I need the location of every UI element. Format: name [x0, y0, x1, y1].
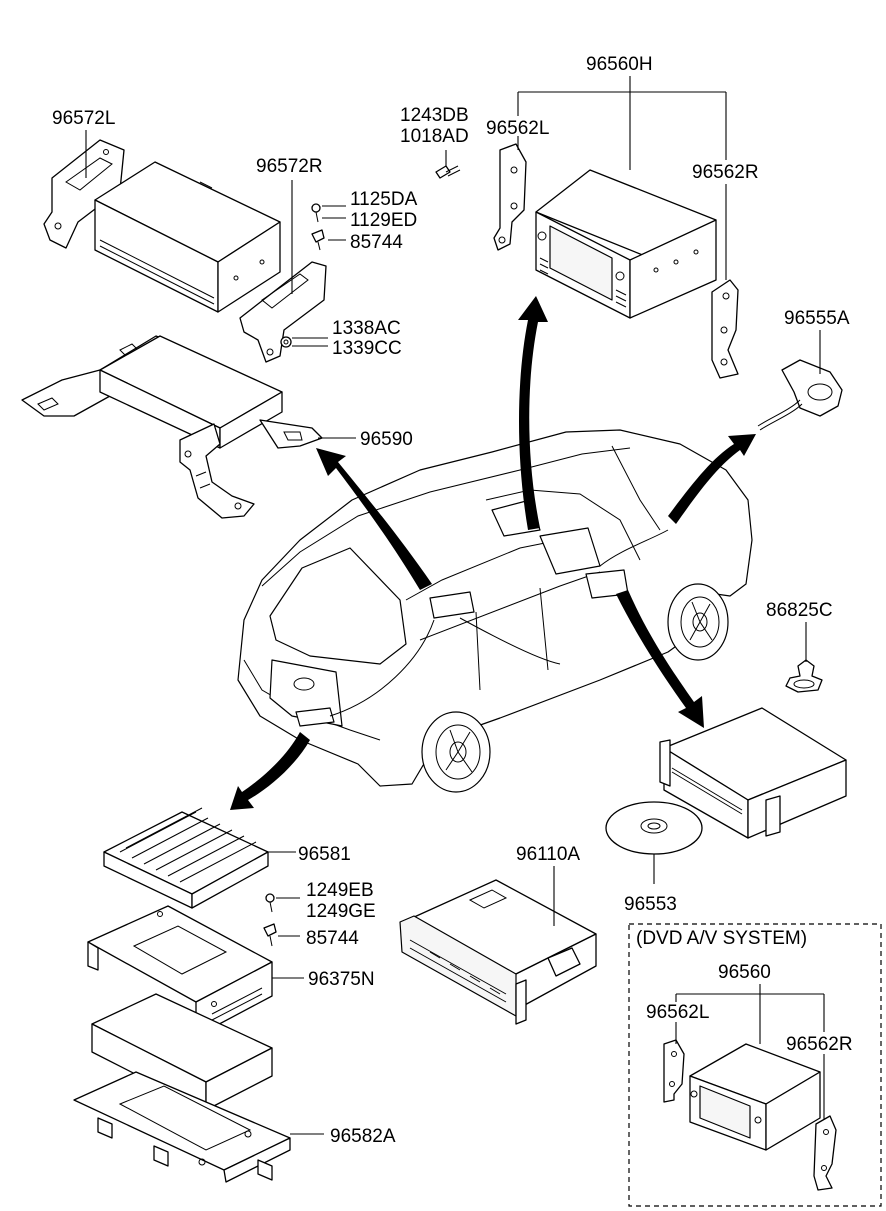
- amplifier-top: [103, 811, 269, 895]
- bracket-96590-unit-side: [219, 391, 283, 449]
- bracket-96562L-box: [663, 1039, 685, 1103]
- label-96555A: 96555A: [784, 308, 850, 329]
- vehicle-rear-wheel: [421, 711, 491, 793]
- amplifier-96581: [103, 807, 269, 909]
- vehicle-rear-window: [269, 547, 407, 665]
- head-unit-side: [629, 219, 717, 319]
- label-96572R: 96572R: [256, 156, 323, 177]
- label-96562R-box: 96562R: [786, 1034, 853, 1055]
- label-96572L: 96572L: [52, 108, 115, 129]
- bracket-96590-assembly: [21, 335, 323, 519]
- label-1249GE: 1249GE: [306, 901, 376, 922]
- label-1249EB: 1249EB: [306, 880, 374, 901]
- label-86825C: 86825C: [766, 600, 833, 621]
- label-96562L-box: 96562L: [646, 1002, 709, 1023]
- screw-1249EB: [265, 893, 275, 913]
- bracket-96572L: [43, 139, 125, 249]
- arrow-to-head-unit: [518, 296, 548, 530]
- arrow-to-amplifier: [230, 732, 310, 810]
- screw-85744-bottom: [263, 923, 277, 947]
- arrow-to-dvd-player: [616, 590, 704, 728]
- label-96553: 96553: [624, 894, 677, 915]
- screw-1125DA: [311, 203, 321, 223]
- label-96562R-top: 96562R: [692, 162, 759, 183]
- label-1338AC: 1338AC: [332, 318, 401, 339]
- label-96582A: 96582A: [330, 1126, 396, 1147]
- vehicle-illustration: [237, 429, 753, 793]
- head-unit-96560: [663, 1039, 837, 1191]
- label-96581: 96581: [298, 844, 351, 865]
- head-unit-screen: [549, 225, 613, 301]
- bracket-96562L-top: [493, 143, 527, 251]
- bracket-96590-leg: [179, 423, 255, 519]
- bracket-96590-right-foot: [259, 419, 323, 449]
- arrow-to-microphone: [668, 434, 756, 524]
- box-side: [205, 1047, 273, 1111]
- label-85744-bottom: 85744: [306, 928, 359, 949]
- vehicle-body: [237, 429, 753, 787]
- label-96560H: 96560H: [586, 54, 653, 75]
- label-dvd-av-system: (DVD A/V SYSTEM): [636, 928, 807, 949]
- screw-1243DB: [435, 165, 461, 179]
- label-96590: 96590: [360, 429, 413, 450]
- head-unit-box-side: [765, 1071, 821, 1151]
- navigation-unit-side: [217, 221, 281, 313]
- label-85744-top: 85744: [350, 232, 403, 253]
- navigation-unit-assembly: [43, 139, 327, 363]
- microphone-96555A: [757, 359, 843, 431]
- bracket-96562R-box: [813, 1115, 837, 1191]
- head-unit-96560H: [493, 143, 739, 379]
- part-labels: 96572L 96572R 1125DA 1129ED 85744 1338AC…: [52, 54, 853, 1147]
- disc-96553: [605, 801, 703, 855]
- screw-85744-top: [311, 229, 325, 251]
- label-1243DB: 1243DB: [400, 105, 469, 126]
- label-96560: 96560: [718, 962, 771, 983]
- label-1129ED: 1129ED: [350, 210, 417, 231]
- label-1339CC: 1339CC: [332, 338, 402, 359]
- label-1018AD: 1018AD: [400, 126, 469, 147]
- label-96110A: 96110A: [516, 844, 580, 865]
- audio-unit-96110A: [399, 879, 597, 1025]
- leader-lines: [85, 76, 825, 1135]
- box-96582A-assembly: [73, 993, 291, 1183]
- label-1125DA: 1125DA: [350, 189, 418, 210]
- bracket-96375N: [87, 905, 273, 1031]
- grommet-86825C: [785, 659, 823, 693]
- bracket-96562R-top: [711, 279, 739, 379]
- arrow-to-96590: [316, 448, 432, 590]
- dvd-av-system-box: [628, 923, 882, 1207]
- label-96562L-top: 96562L: [486, 118, 549, 139]
- dvd-player: [659, 707, 847, 839]
- vehicle-front-wheel: [667, 583, 729, 661]
- label-96375N: 96375N: [308, 969, 375, 990]
- nut-1338AC: [280, 336, 292, 348]
